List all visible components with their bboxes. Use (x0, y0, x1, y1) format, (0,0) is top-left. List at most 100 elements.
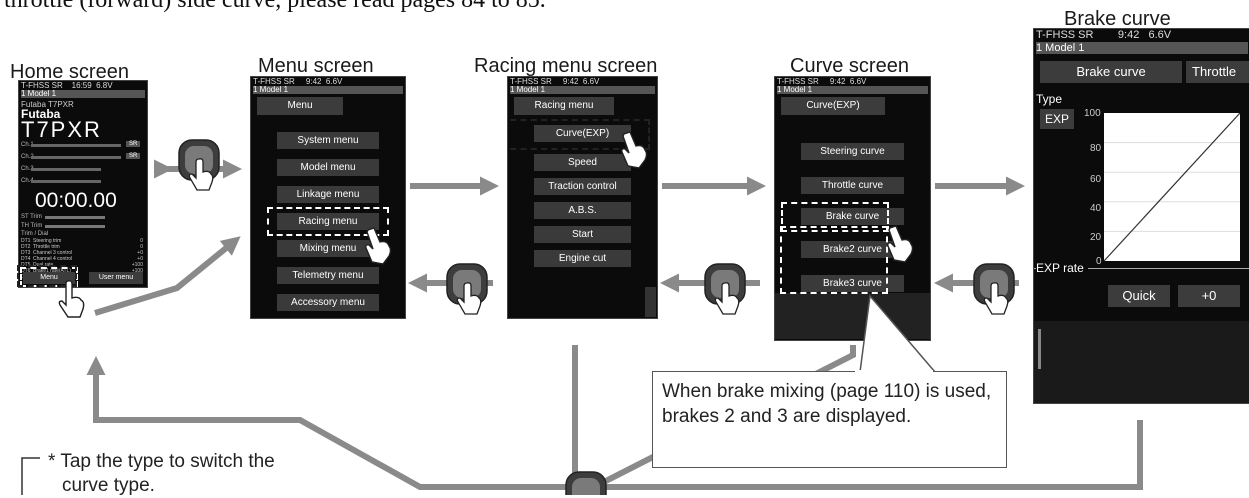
ch4-label: Ch.4 (21, 178, 34, 184)
brake-curve-tab[interactable]: Brake curve (1040, 61, 1182, 83)
racing-menu-highlight (267, 207, 389, 236)
home-timer[interactable]: 00:00.00 (35, 189, 117, 212)
home-brand-logo: Futaba (21, 107, 61, 121)
abs-button[interactable]: A.B.S. (534, 202, 631, 219)
footnote-line-1: * Tap the type to switch the (48, 451, 275, 472)
home-brand-small: Futaba T7PXR (21, 100, 74, 109)
th-trim-bar (45, 225, 105, 228)
ch1-label: Ch.1 (21, 142, 34, 148)
steering-curve-button[interactable]: Steering curve (801, 143, 904, 160)
brake-lower-area (1034, 321, 1249, 403)
menu-screen: T-FHSS SR 9:42 6.6V 1 Model 1 Menu Syste… (250, 76, 406, 319)
type-label: Type (1036, 92, 1063, 106)
curve-line (1103, 112, 1241, 262)
footnote-line-2: curve type. (62, 475, 155, 496)
racing-scrollbar[interactable] (645, 287, 656, 317)
hand-press-icon-4 (973, 263, 1015, 315)
quick-button[interactable]: Quick (1108, 285, 1170, 307)
footnote-bracket (21, 457, 40, 495)
callout-joint (855, 370, 933, 373)
y-tick-80: 80 (1090, 143, 1102, 154)
title-curve: Curve screen (790, 55, 909, 77)
exp-rate-label: EXP rate (1036, 261, 1088, 275)
brake-curve-button[interactable]: Brake curve (801, 208, 904, 225)
hand-press-icon-2 (446, 263, 488, 315)
y-tick-100: 100 (1084, 108, 1101, 119)
racing-menu-button[interactable]: Racing menu (277, 213, 379, 230)
exp-rate-divider (1034, 268, 1249, 269)
brake-mixing-note: When brake mixing (page 110) is used, br… (652, 371, 1007, 468)
title-racing: Racing menu screen (474, 55, 658, 77)
y-tick-0: 0 (1096, 256, 1102, 267)
tap-hand-icon-menu (365, 227, 392, 265)
type-exp-button[interactable]: EXP (1040, 109, 1074, 129)
tap-hand-icon-racing (621, 131, 648, 169)
model-menu-button[interactable]: Model menu (277, 159, 379, 176)
curve-status-bar: T-FHSS SR 9:42 6.6V (777, 77, 867, 86)
home-screen: T-FHSS SR 16:59 6.8V 1 Model 1 Futaba T7… (18, 80, 148, 288)
brake-status-bar: T-FHSS SR 9:42 6.6V (1036, 29, 1172, 41)
curve-screen: T-FHSS SR 9:42 6.6V 1 Model 1 Curve(EXP)… (774, 76, 931, 341)
y-tick-40: 40 (1090, 203, 1102, 214)
menu-tab[interactable]: Menu (257, 97, 343, 115)
home-menu-highlight-outer (17, 265, 77, 287)
home-user-menu-button[interactable]: User menu (89, 272, 143, 284)
rate-value-button[interactable]: +0 (1178, 285, 1240, 307)
tap-hand-icon-home (58, 280, 85, 318)
y-tick-60: 60 (1090, 174, 1102, 185)
curve-exp-button[interactable]: Curve(EXP) (534, 125, 631, 142)
system-menu-button[interactable]: System menu (277, 132, 379, 149)
ch3-label: Ch.3 (21, 166, 34, 172)
ch1-bar (31, 144, 121, 147)
title-brake: Brake curve (1064, 8, 1171, 30)
brake-scroll-indicator (1038, 329, 1041, 369)
ch2-bar (31, 156, 121, 159)
curve-tab[interactable]: Curve(EXP) (781, 97, 885, 115)
racing-model-name: 1 Model 1 (510, 86, 655, 94)
brake-curve-screen: T-FHSS SR 9:42 6.6V 1 Model 1 Brake curv… (1033, 28, 1249, 404)
curve-graph-svg (1103, 112, 1241, 262)
home-model-name: 1 Model 1 (21, 90, 145, 98)
ch4-bar (31, 180, 101, 183)
home-model-logo: T7PXR (21, 117, 102, 142)
telemetry-menu-button[interactable]: Telemetry menu (277, 267, 379, 284)
brake3-curve-button[interactable]: Brake3 curve (801, 275, 904, 292)
mixing-menu-button[interactable]: Mixing menu (277, 240, 379, 257)
y-tick-20: 20 (1090, 232, 1102, 243)
traction-control-button[interactable]: Traction control (534, 178, 631, 195)
accessory-menu-button[interactable]: Accessory menu (277, 294, 379, 311)
brake2-curve-button[interactable]: Brake2 curve (801, 241, 904, 258)
throttle-curve-button[interactable]: Throttle curve (801, 177, 904, 194)
start-button[interactable]: Start (534, 226, 631, 243)
engine-cut-button[interactable]: Engine cut (534, 250, 631, 267)
menu-model-name: 1 Model 1 (253, 86, 403, 94)
st-trim-label: ST Trim (21, 214, 42, 220)
curve-exp-highlight (508, 119, 650, 150)
linkage-menu-button[interactable]: Linkage menu (277, 186, 379, 203)
racing-menu-screen: T-FHSS SR 9:42 6.6V 1 Model 1 Racing men… (507, 76, 658, 319)
ch2-label: Ch.2 (21, 154, 34, 160)
brake23-highlight (780, 226, 888, 294)
throttle-tab[interactable]: Throttle (1186, 61, 1249, 83)
brake-curve-highlight (781, 202, 889, 232)
ch1-badge: SR (126, 141, 141, 147)
home-menu-button[interactable]: Menu (23, 272, 75, 284)
th-trim-label: TH Trim (21, 223, 43, 229)
dial-title: Trim / Dial (21, 231, 49, 237)
ch3-bar (31, 168, 101, 171)
hand-press-icon-3 (704, 263, 746, 315)
racing-status-bar: T-FHSS SR 9:42 6.6V (510, 77, 600, 86)
intro-text: throttle (forward) side curve, please re… (4, 0, 546, 13)
menu-status-bar: T-FHSS SR 9:42 6.6V (253, 77, 343, 86)
title-home: Home screen (10, 61, 129, 83)
tap-hand-icon-curve (887, 225, 914, 263)
hand-press-icon-5 (565, 471, 607, 495)
brake-model-name: 1 Model 1 (1036, 42, 1248, 54)
curve-graph[interactable] (1103, 112, 1241, 262)
curve-empty-area (775, 293, 930, 339)
speed-button[interactable]: Speed (534, 154, 631, 171)
racing-tab[interactable]: Racing menu (514, 97, 614, 115)
